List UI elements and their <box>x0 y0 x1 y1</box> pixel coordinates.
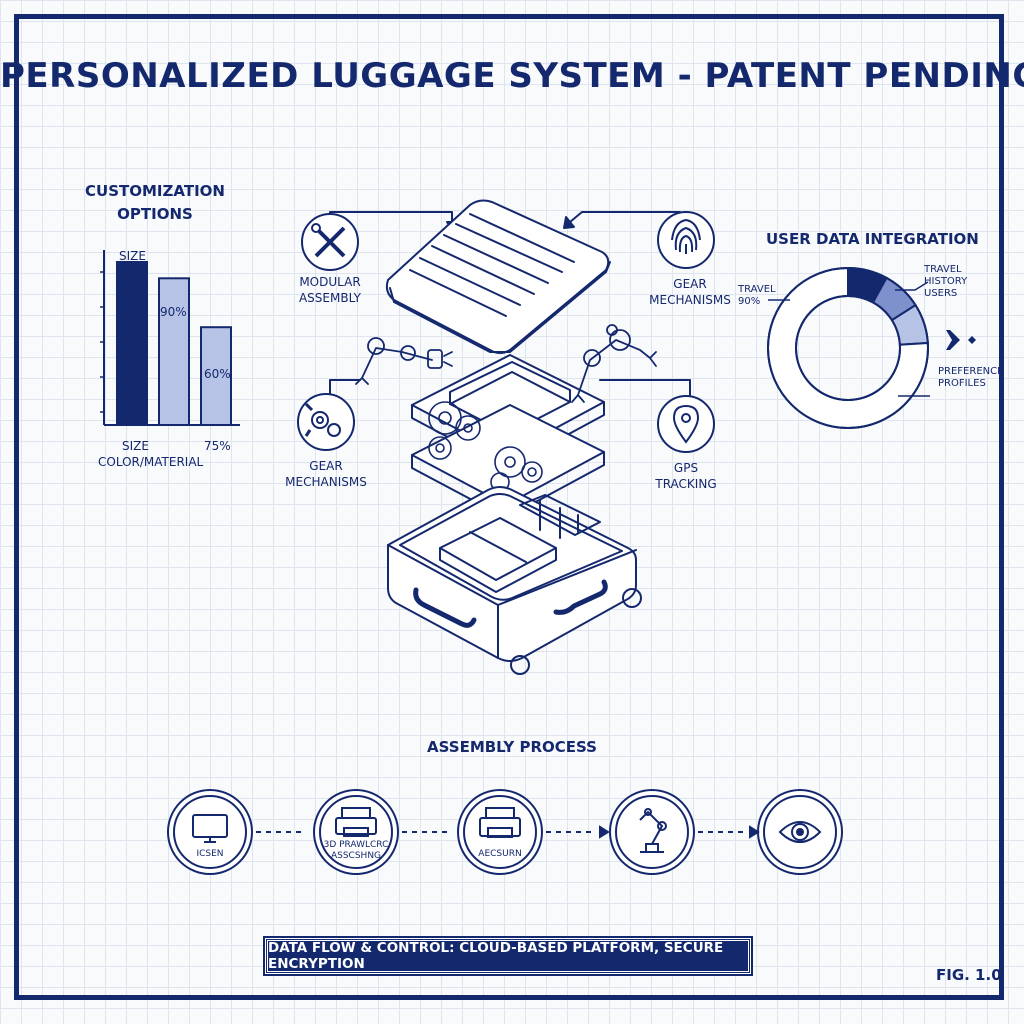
blueprint-frame <box>14 14 1004 1000</box>
axis-label-75: 75% <box>204 439 231 453</box>
axis-label-size: SIZE <box>122 439 149 453</box>
process-step-1-label: ICSEN <box>196 849 224 859</box>
customization-heading: CUSTOMIZATION OPTIONS <box>85 182 225 223</box>
user-data-heading: USER DATA INTEGRATION <box>766 230 979 248</box>
bar-label-size: SIZE <box>119 249 146 263</box>
assembly-process-heading: ASSEMBLY PROCESS <box>427 738 597 756</box>
process-step-3-label: AECSURN <box>478 849 522 859</box>
page-title: PERSONALIZED LUGGAGE SYSTEM - PATENT PEN… <box>0 56 1024 96</box>
bar-label-60: 60% <box>204 367 231 381</box>
data-flow-banner: DATA FLOW & CONTROL: CLOUD-BASED PLATFOR… <box>263 936 753 976</box>
figure-number: FIG. 1.0 <box>936 966 1002 984</box>
bar-label-90: 90% <box>160 305 187 319</box>
axis-label-color-material: COLOR/MATERIAL <box>98 455 204 469</box>
